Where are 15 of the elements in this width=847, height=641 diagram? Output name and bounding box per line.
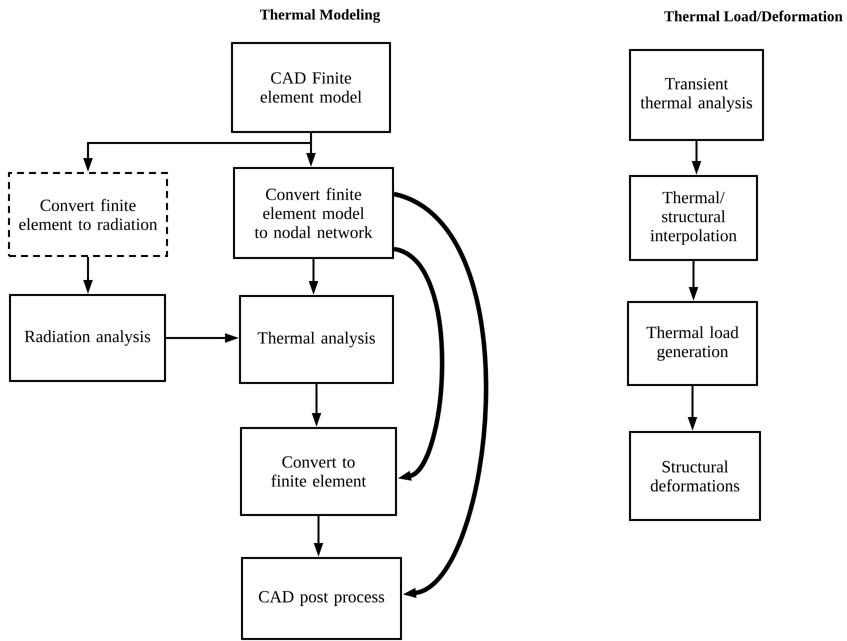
process-box: Convert to finite element xyxy=(240,427,397,516)
process-box: Convert finite element to radiation xyxy=(8,172,168,257)
heading: Thermal Load/Deformation xyxy=(664,10,843,22)
heading: Thermal Modeling xyxy=(260,9,380,23)
arrow xyxy=(393,192,488,598)
process-box: Thermal/ structural interpolation xyxy=(629,175,758,261)
process-box: Thermal analysis xyxy=(239,295,394,384)
arrow xyxy=(393,246,444,481)
process-box: CAD post process xyxy=(241,557,402,640)
process-box: CAD Finite element model xyxy=(231,42,391,133)
process-box: Thermal load generation xyxy=(627,301,758,386)
process-box: Structural deformations xyxy=(629,431,761,521)
process-box: Transient thermal analysis xyxy=(629,49,764,141)
process-box: Convert finite element model to nodal network xyxy=(233,167,394,259)
process-box: Radiation analysis xyxy=(9,294,166,382)
